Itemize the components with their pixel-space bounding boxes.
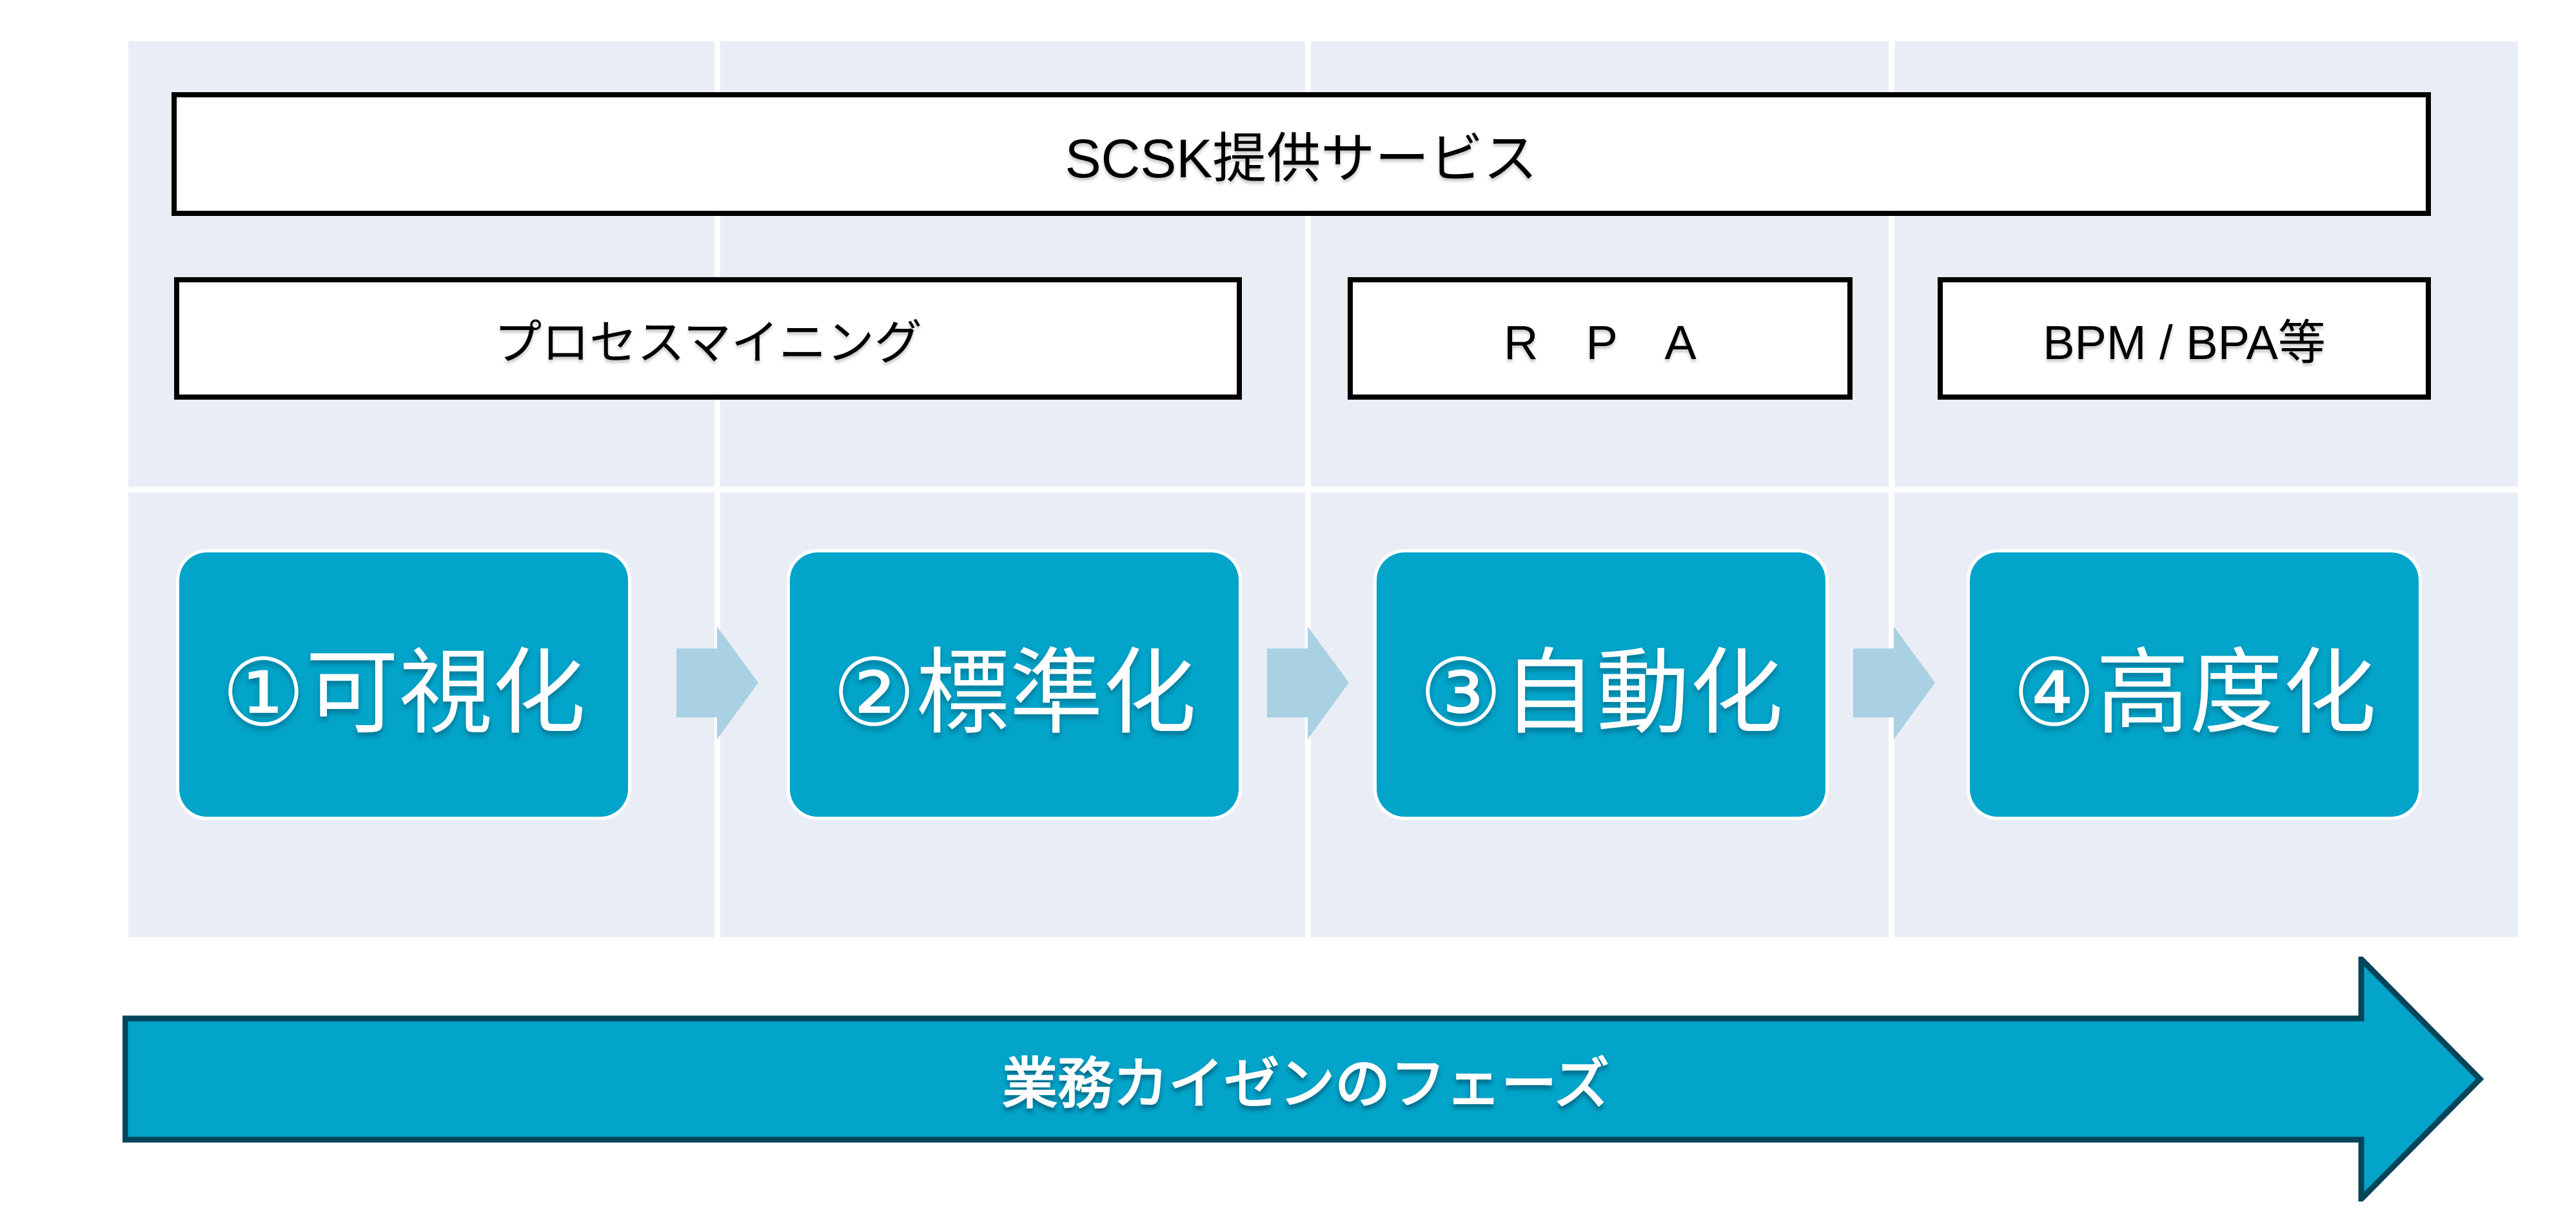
service-label-bpm-bpa: BPM / BPA等: [2043, 315, 2326, 369]
phase-box-automation: ③自動化: [1373, 549, 1829, 820]
phase-box-standardization: ②標準化: [787, 549, 1242, 820]
phase-box-advancement: ④高度化: [1967, 549, 2422, 820]
service-label-rpa: R P A: [1504, 315, 1696, 369]
flow-arrow-icon-2: [1267, 627, 1349, 739]
service-box-bpm-bpa: BPM / BPA等: [1938, 277, 2431, 400]
kaizen-phase-arrow-label-wrap: 業務カイゼンのフェーズ: [123, 1018, 2489, 1138]
flow-arrow-icon-3: [1853, 627, 1935, 739]
phase-box-visualization: ①可視化: [176, 549, 631, 820]
phase-label-advancement: ④高度化: [2012, 641, 2377, 745]
service-label-process-mining: プロセスマイニング: [494, 315, 922, 369]
scsk-services-title-box: SCSK提供サービス: [172, 92, 2431, 216]
kaizen-phase-arrow: [123, 957, 2484, 1202]
flow-arrow-icon-1: [676, 627, 758, 739]
phase-label-standardization: ②標準化: [832, 641, 1197, 745]
service-box-process-mining: プロセスマイニング: [174, 277, 1242, 400]
service-box-rpa: R P A: [1348, 277, 1853, 400]
scsk-services-title: SCSK提供サービス: [1065, 128, 1538, 189]
row-divider: [128, 487, 2518, 492]
kaizen-phase-arrow-label: 業務カイゼンのフェーズ: [1002, 1053, 1609, 1115]
phase-label-automation: ③自動化: [1419, 641, 1784, 745]
phase-label-visualization: ①可視化: [221, 641, 586, 745]
